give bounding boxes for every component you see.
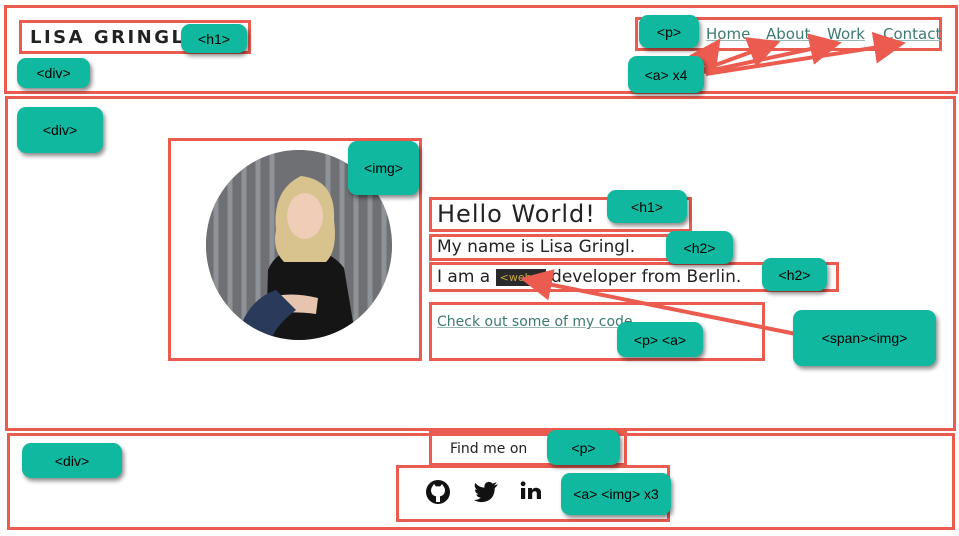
find-me-text: Find me on (450, 441, 528, 457)
footer-container-box (7, 433, 955, 530)
annotation-tag: <span><img> (793, 310, 936, 366)
annotation-tag: <h2> (666, 231, 733, 264)
annotation-tag: <h1> (607, 190, 687, 223)
code-link[interactable]: Check out some of my code (437, 314, 633, 330)
cta-box (429, 302, 765, 361)
nav-box (635, 17, 942, 51)
annotation-tag: <h2> (762, 258, 827, 291)
annotation-tag: <img> (348, 141, 419, 195)
title-box (429, 197, 692, 232)
annotation-tag: <p> (547, 430, 620, 465)
linkedin-link[interactable] (518, 478, 546, 506)
site-logo[interactable]: LISA GRINGL (30, 27, 186, 48)
annotation-tag: <h1> (181, 24, 247, 53)
annotation-tag: <div> (17, 58, 90, 88)
role-suffix: developer from Berlin. (551, 267, 742, 287)
annotation-tag: <p> (639, 15, 699, 48)
hero-title: Hello World! (437, 200, 596, 228)
main-container-box (5, 96, 956, 431)
avatar-box (168, 138, 422, 361)
annotation-tag: <a> x4 (628, 56, 704, 93)
github-icon (426, 480, 450, 504)
linkedin-icon (520, 481, 541, 499)
header-container-box (4, 5, 958, 94)
annotation-tag: <p> <a> (617, 322, 703, 357)
twitter-icon (473, 481, 498, 503)
annotation-tag: <div> (22, 443, 122, 478)
hero-subtitle: My name is Lisa Gringl. (437, 237, 636, 257)
github-link[interactable] (424, 478, 452, 506)
role-box (429, 262, 839, 292)
role-prefix: I am a (437, 267, 491, 287)
header-logo-box (19, 20, 251, 54)
findme-box (429, 430, 627, 466)
annotation-tag: <a> <img> x3 (561, 473, 671, 515)
annotation-tag: <div> (17, 107, 103, 153)
twitter-link[interactable] (472, 478, 500, 506)
